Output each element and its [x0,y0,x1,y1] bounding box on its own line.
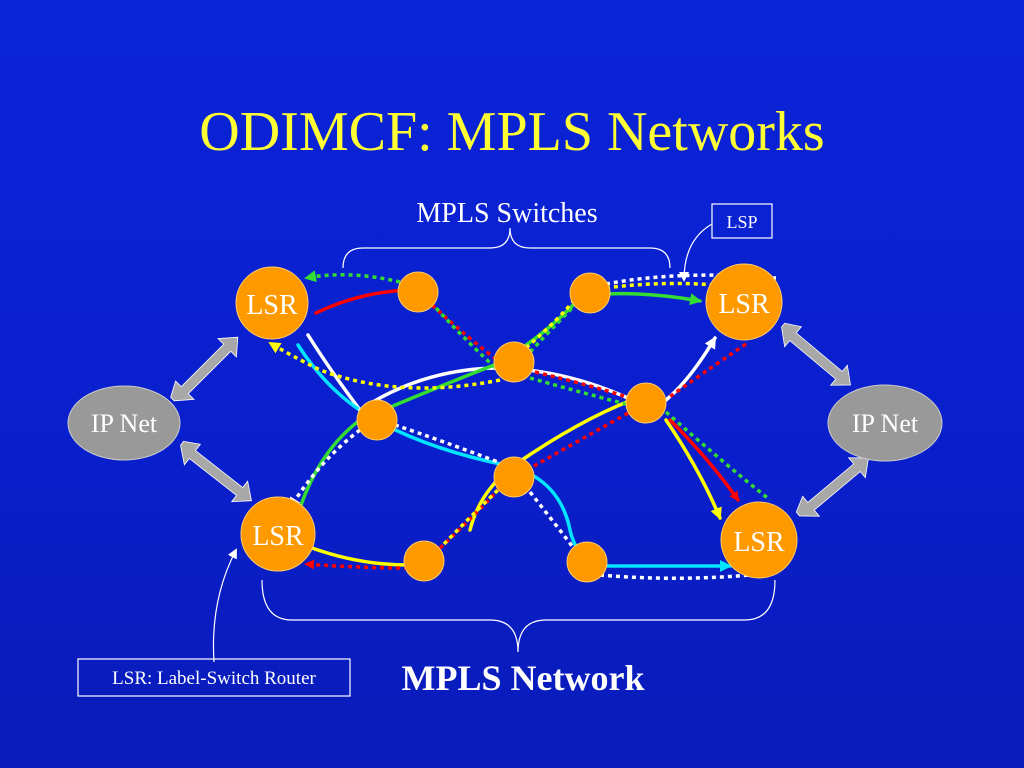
switch-node[interactable] [356,399,398,441]
switch-node[interactable] [397,271,439,313]
path-red-dotted-4 [533,410,631,468]
path-yellow-solid-1 [310,546,410,567]
ipnet-node-right[interactable]: IP Net [827,384,943,462]
path-green-dotted-1 [304,270,401,284]
slide-title: ODIMCF: MPLS Networks [199,101,825,163]
network-bracket [261,579,776,653]
path-white-dotted-1 [605,273,777,286]
lsp-label: LSP [726,212,757,232]
path-cyan-solid-1 [296,343,732,572]
path-green-dotted-4 [529,376,631,407]
network-label: MPLS Network [402,658,645,698]
path-green-solid-2 [298,298,580,510]
lsr-node-top-right[interactable]: LSR [705,263,783,341]
path-green-dotted-2 [434,306,500,372]
double-arrow-right-bottom [795,457,869,517]
switch-node[interactable] [566,541,608,583]
double-arrow-left-bottom [180,440,252,503]
ipnet-node-left[interactable]: IP Net [67,385,181,461]
path-white-dotted-4 [528,490,577,552]
double-arrow-right-top [781,322,851,386]
lsp-solid-paths [296,288,740,572]
switches-bracket [342,227,671,269]
lsr-label: LSR [718,289,770,320]
ipnet-label: IP Net [91,409,158,438]
lsp-label-box: LSP [711,203,773,239]
path-white-solid-3 [664,336,717,402]
path-white-dotted-5 [599,572,761,581]
lsp-dotted-paths [268,270,777,581]
access-arrows [170,322,869,517]
switch-node[interactable] [569,272,611,314]
path-red-solid-1 [314,288,410,315]
switch-node[interactable] [625,382,667,424]
path-white-dotted-2 [394,423,499,464]
lsr-legend-box: LSR: Label-Switch Router [77,658,351,697]
mpls-switches [356,271,667,583]
switch-node[interactable] [493,341,535,383]
switch-node[interactable] [493,456,535,498]
path-green-solid-1 [604,291,702,306]
path-red-dotted-3 [666,342,747,400]
path-red-solid-2 [668,418,740,502]
path-yellow-solid-2 [468,398,634,532]
double-arrow-left-top [170,336,239,402]
lsp-pointer [679,223,713,282]
path-green-dotted-5 [664,410,772,502]
path-red-dotted-1 [430,303,502,364]
lsr-pointer [212,548,237,663]
path-yellow-dotted-3 [268,341,501,390]
lsr-node-bottom-right[interactable]: LSR [720,501,798,579]
switches-label: MPLS Switches [416,198,597,229]
lsr-label: LSR [252,521,304,552]
path-red-dotted-6 [304,559,409,570]
path-yellow-solid-3 [664,418,722,520]
lsr-node-top-left[interactable]: LSR [235,266,309,340]
lsr-legend-label: LSR: Label-Switch Router [112,668,316,689]
path-white-solid-1 [306,333,362,412]
path-yellow-dotted-4 [442,486,502,546]
switch-node[interactable] [403,540,445,582]
lsr-node-bottom-left[interactable]: LSR [240,496,316,572]
path-red-dotted-2 [534,370,631,400]
lsr-label: LSR [246,290,298,321]
path-white-dotted-3 [288,428,362,510]
path-yellow-dotted-2 [524,294,580,350]
ipnet-label: IP Net [852,409,919,438]
lsr-label: LSR [733,527,785,558]
